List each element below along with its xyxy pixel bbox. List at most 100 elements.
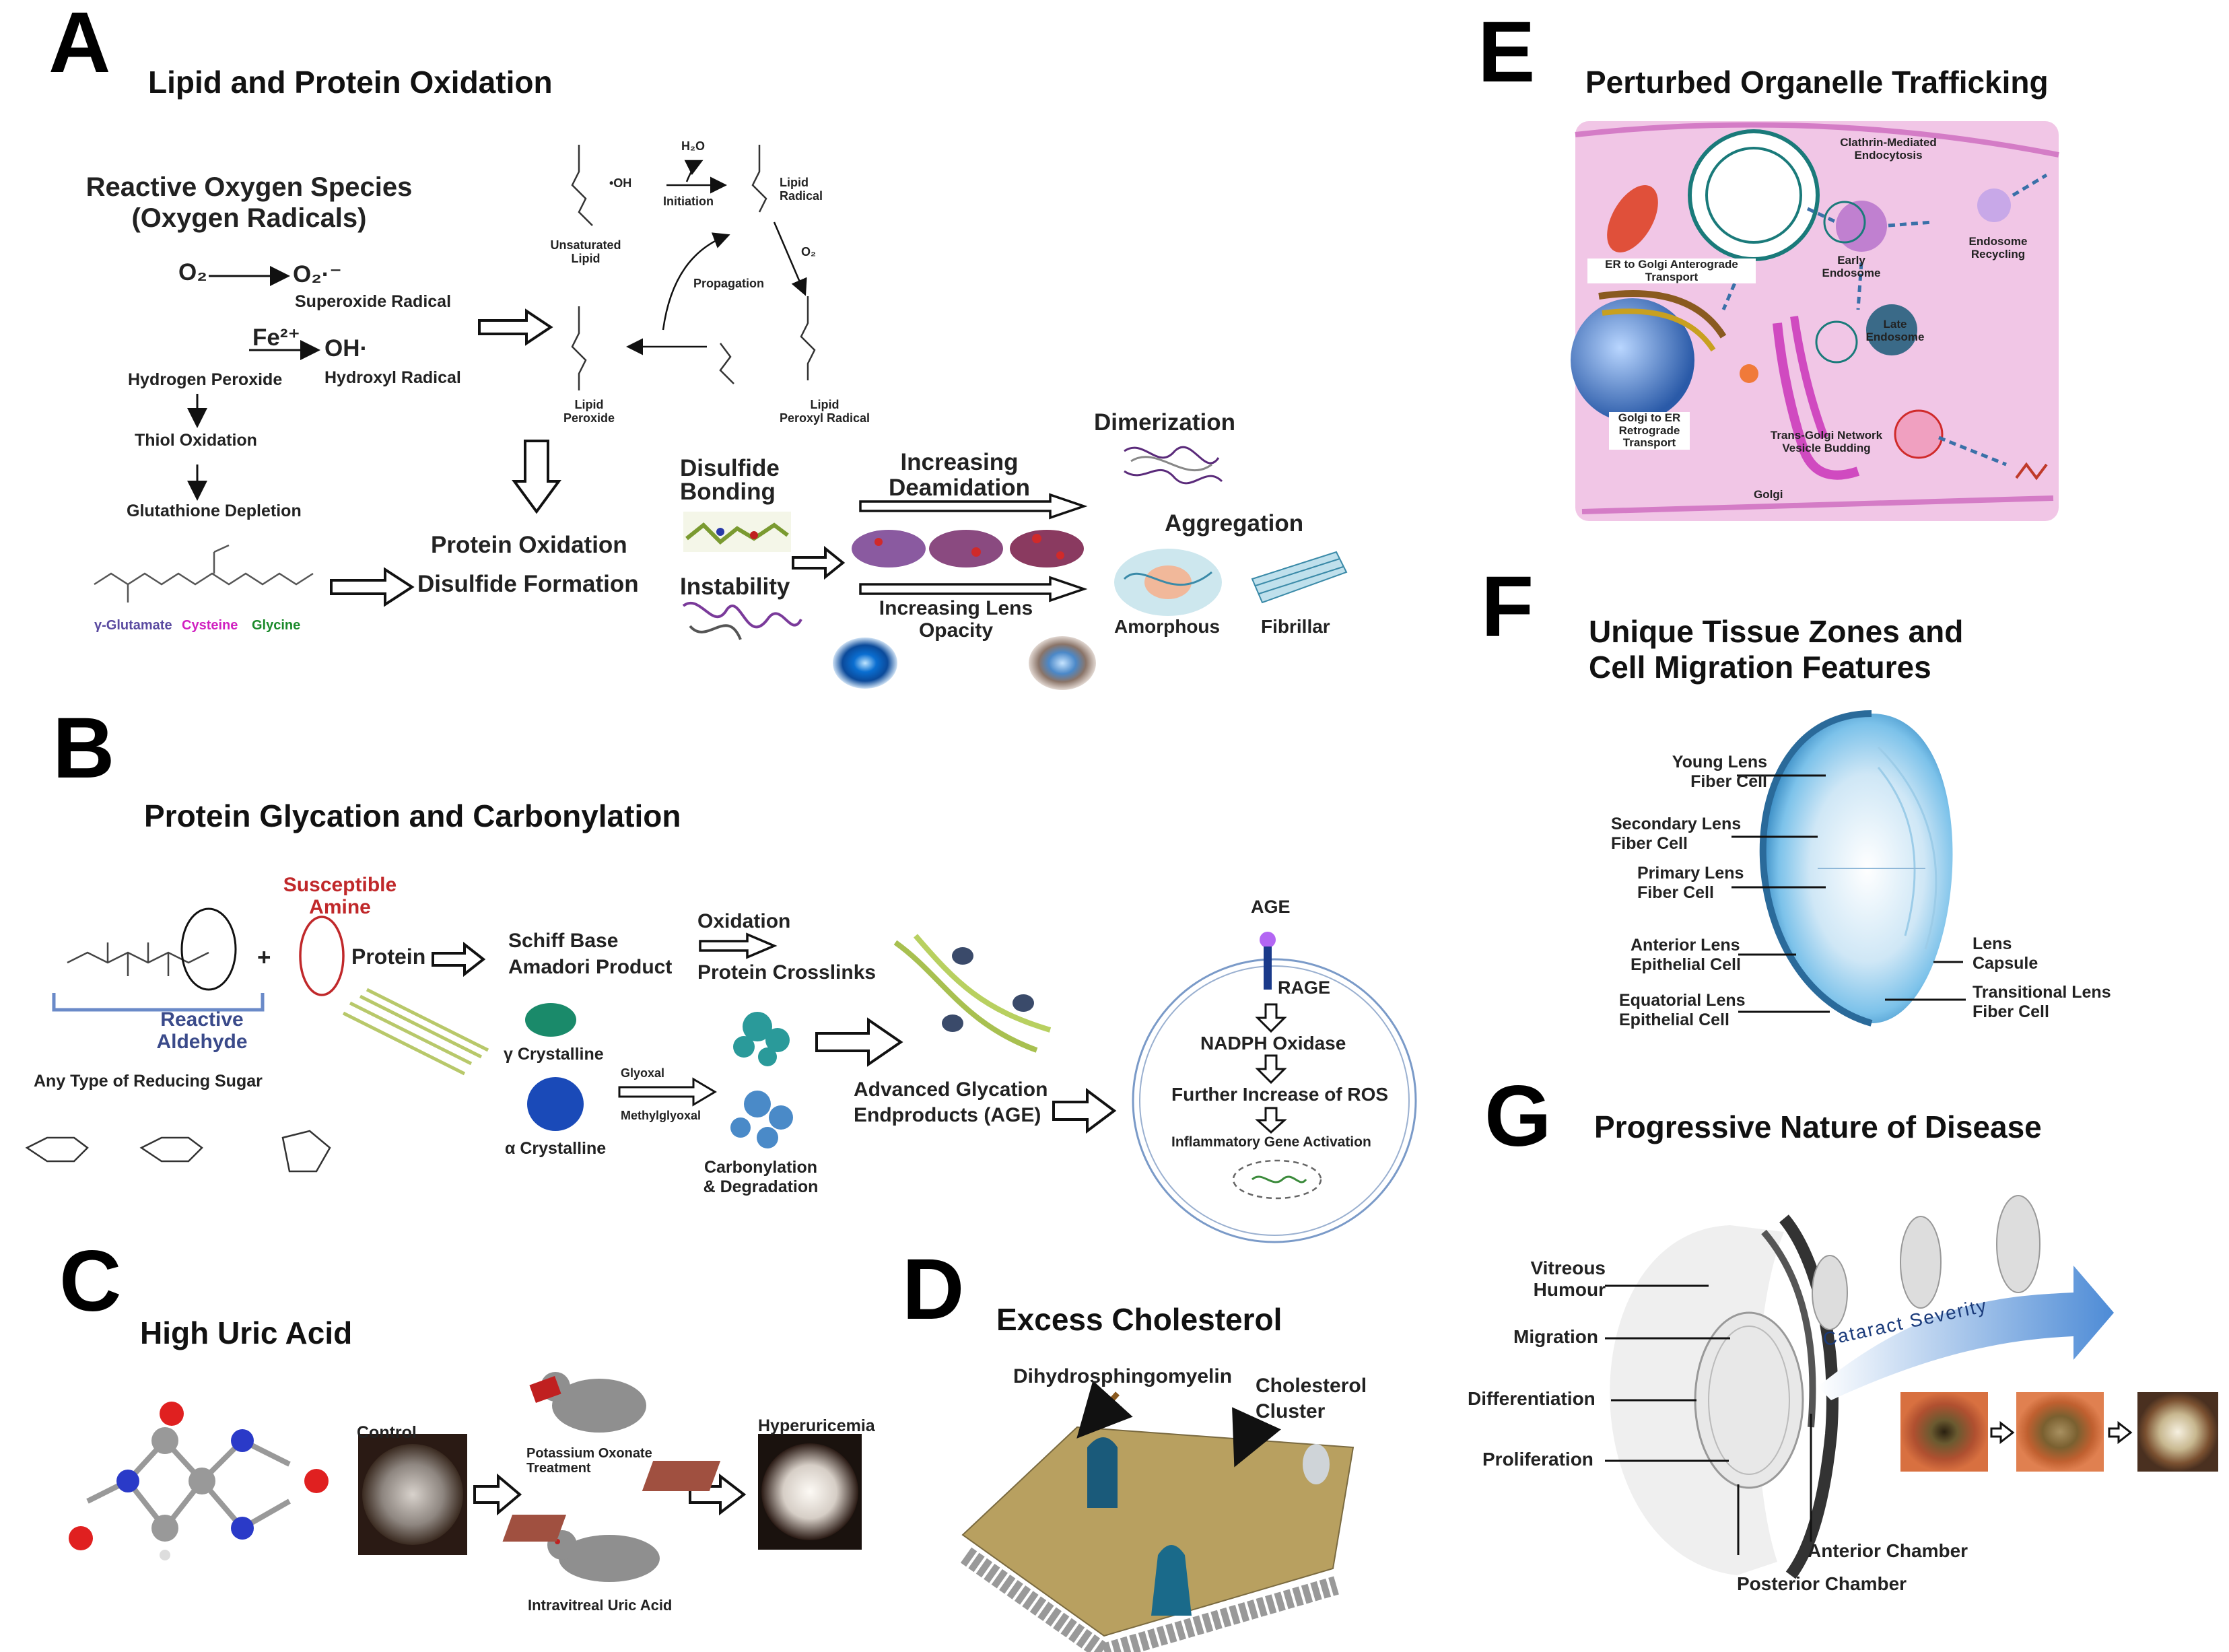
lipid-radical-label: Lipid Radical: [780, 176, 823, 203]
cell-circle: [1132, 958, 1417, 1243]
panel-letter-d: D: [902, 1241, 965, 1338]
reactive-aldehyde-line1: Reactive: [160, 1008, 244, 1031]
fibril-bundle: [342, 988, 489, 1076]
secondary-lens-line2: Fiber Cell: [1611, 833, 1688, 853]
primary-lens-line1: Primary Lens: [1637, 864, 1744, 883]
susceptible-amine-label: Susceptible Amine: [269, 874, 411, 918]
amine-circle: [299, 916, 345, 996]
aggregation-label: Aggregation: [1165, 510, 1304, 537]
differentiation-label: Differentiation: [1468, 1388, 1596, 1409]
panel-letter-e: E: [1478, 4, 1536, 100]
endosome-recycling-line1: Endosome: [1968, 235, 2028, 248]
hydroxyl-radical-label: Hydroxyl Radical: [324, 368, 461, 387]
panel-letter-c: C: [59, 1233, 122, 1330]
vitreous-humour-label: Vitreous Humour: [1468, 1258, 1606, 1301]
panel-f-title: Unique Tissue Zones and Cell Migration F…: [1589, 614, 1963, 685]
lipid-membrane: [502, 1426, 1354, 1652]
ros-title: Reactive Oxygen Species (Oxygen Radicals…: [74, 172, 424, 234]
lens-diagram: [1759, 710, 1953, 1027]
increasing-deamidation-label: Increasing Deamidation: [862, 450, 1057, 501]
lipid-peroxide-line2: Peroxide: [563, 411, 615, 425]
equatorial-lens-line2: Epithelial Cell: [1619, 1010, 1729, 1029]
age-fibrils: [893, 934, 1052, 1053]
posterior-chamber-label: Posterior Chamber: [1737, 1573, 1907, 1594]
trans-golgi-line1: Trans-Golgi Network: [1770, 429, 1883, 442]
primary-lens-label: Primary Lens Fiber Cell: [1637, 864, 1744, 903]
panel-a-title: Lipid and Protein Oxidation: [148, 65, 553, 100]
glutamate-label: γ-Glutamate: [94, 618, 172, 633]
equatorial-lens-label: Equatorial Lens Epithelial Cell: [1619, 991, 1746, 1030]
sugar-chain: [67, 942, 209, 976]
superoxide-symbol: O₂·⁻: [293, 261, 342, 287]
ros-title-line1: Reactive Oxygen Species: [85, 172, 413, 202]
aldehyde-circle: [180, 907, 237, 991]
unsaturated-lipid-line1: Unsaturated: [550, 238, 621, 252]
golgi-er-label: Golgi to ER Retrograde Transport: [1609, 411, 1690, 450]
panel-letter-b: B: [53, 700, 115, 796]
nadph-label: NADPH Oxidase: [1200, 1033, 1346, 1054]
o2-small-label: O₂: [801, 245, 816, 259]
eye-photo-1: [1900, 1392, 1988, 1472]
transitional-lens-line1: Transitional Lens: [1973, 983, 2111, 1002]
lipid-peroxyl-line2: Peroxyl Radical: [779, 411, 870, 425]
lipid-radical-line1: Lipid: [780, 176, 809, 189]
fibrillar-label: Fibrillar: [1261, 616, 1330, 637]
dihydrosphingomyelin-label: Dihydrosphingomyelin: [1013, 1365, 1233, 1387]
glutathione-structure: [94, 544, 314, 603]
panel-letter-f: F: [1481, 559, 1534, 655]
secondary-lens-line1: Secondary Lens: [1611, 815, 1742, 833]
panel-g-title: Progressive Nature of Disease: [1594, 1109, 2042, 1144]
dimer-protein: [1124, 446, 1223, 485]
h2o-label: H₂O: [681, 139, 705, 153]
potassium-oxonate-line1: Potassium Oxonate: [526, 1446, 652, 1461]
unsaturated-lipid-label: Unsaturated Lipid: [539, 238, 633, 266]
lens-capsule-line2: Capsule: [1973, 953, 2038, 973]
age-label: AGE: [1251, 897, 1291, 917]
transitional-lens-line2: Fiber Cell: [1973, 1002, 2049, 1021]
ros-title-line2: (Oxygen Radicals): [131, 203, 367, 233]
disulfide-bonding-line1: Disulfide: [680, 455, 780, 481]
cholesterol-cluster-line1: Cholesterol: [1256, 1375, 1367, 1397]
migration-label: Migration: [1513, 1326, 1598, 1347]
cataract-severity-arrow: [1818, 1266, 2114, 1400]
alpha-crystalline-label: α Crystalline: [505, 1139, 607, 1158]
lipid-peroxyl-line1: Lipid: [810, 398, 839, 411]
eye-clear-icon: [833, 638, 897, 689]
lipid-peroxyl-label: Lipid Peroxyl Radical: [767, 398, 882, 425]
protein-crosslinks-label: Protein Crosslinks: [697, 961, 877, 984]
panel-f-title-line2: Cell Migration Features: [1589, 649, 1931, 685]
age-full-line2: Endproducts (AGE): [854, 1103, 1041, 1126]
glycine-label: Glycine: [252, 618, 301, 633]
eye-photo-2: [2016, 1392, 2104, 1472]
young-lens-line2: Fiber Cell: [1690, 771, 1767, 791]
lipid-peroxide-line1: Lipid: [574, 398, 604, 411]
clathrin-label: Clathrin-Mediated Endocytosis: [1828, 136, 1949, 162]
trafficking-arrows: [1721, 173, 2048, 467]
superoxide-label: Superoxide Radical: [295, 292, 452, 311]
eye-leader-lines: [1605, 1284, 1812, 1555]
carbonylation-cluster-1: [733, 1012, 790, 1066]
alpha-crystalline-icon: [527, 1077, 584, 1131]
increasing-lens-opacity-label: Increasing Lens Opacity: [855, 597, 1057, 642]
amadori-product-line: Amadori Product: [508, 956, 673, 978]
oh-label: OH·: [324, 335, 368, 362]
cholesterol-cluster-line2: Cluster: [1256, 1400, 1326, 1422]
lipid-skeletons: [571, 145, 816, 390]
thiol-oxidation-label: Thiol Oxidation: [135, 431, 257, 450]
age-full-line1: Advanced Glycation: [854, 1078, 1048, 1101]
anterior-lens-line2: Epithelial Cell: [1631, 955, 1741, 974]
early-endosome-label: Early Endosome: [1818, 254, 1885, 279]
endosome-recycling-label: Endosome Recycling: [1964, 235, 2032, 261]
secondary-lens-label: Secondary Lens Fiber Cell: [1611, 815, 1741, 854]
carbonylation-line2: & Degradation: [703, 1177, 819, 1196]
potassium-oxonate-label: Potassium Oxonate Treatment: [526, 1446, 652, 1476]
oh-radical-small: •OH: [609, 176, 632, 190]
lens-capsule-label: Lens Capsule: [1973, 934, 2038, 973]
reactive-aldehyde-line2: Aldehyde: [156, 1031, 248, 1053]
rage-label: RAGE: [1278, 977, 1331, 998]
unsaturated-lipid-line2: Lipid: [571, 251, 601, 265]
susceptible-amine-line1: Susceptible: [283, 874, 397, 896]
fibrillar-aggregate: [1251, 551, 1348, 604]
transitional-lens-label: Transitional Lens Fiber Cell: [1973, 983, 2111, 1022]
er-golgi-label: ER to Golgi Anterograde Transport: [1587, 258, 1756, 284]
